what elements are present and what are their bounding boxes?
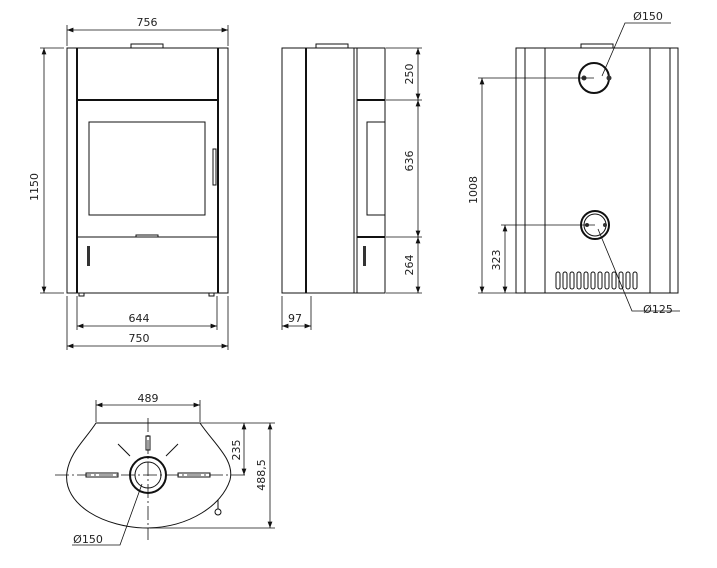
door-knob: [214, 508, 222, 516]
dim-top-section: 250: [403, 64, 416, 85]
side-window: [366, 121, 386, 216]
rear-outline: [515, 47, 679, 294]
flue-collar: [315, 43, 349, 49]
flue-outlet: [129, 456, 167, 494]
dim-outlet-offset: 235: [230, 440, 243, 461]
front-outline: [66, 47, 229, 294]
front-view: 756 1150 644 750: [28, 16, 229, 350]
label-outlet-diameter: Ø150: [73, 533, 103, 546]
dim-foot-depth: 97: [288, 312, 302, 325]
side-view: 250 636 264 97: [281, 43, 422, 330]
dim-upper-outlet-height: 1008: [467, 176, 480, 204]
dim-top-width: 489: [138, 392, 159, 405]
rear-view: 1008 323 Ø150 Ø125: [467, 10, 680, 316]
brand-logo: [363, 246, 366, 266]
brand-logo: [87, 246, 90, 266]
flue-collar: [580, 43, 614, 49]
flue-collar: [130, 43, 164, 49]
label-upper-outlet-diameter: Ø150: [633, 10, 663, 23]
rear-vent-slots: [555, 271, 638, 290]
side-outline: [281, 47, 386, 294]
air-control: [135, 234, 159, 238]
dim-width-top: 756: [137, 16, 158, 29]
rib: [145, 435, 151, 451]
label-lower-inlet-diameter: Ø125: [643, 303, 673, 316]
foot: [78, 292, 85, 297]
rib: [85, 472, 119, 478]
door-handle: [212, 148, 217, 186]
dim-bottom-section: 264: [403, 255, 416, 276]
dim-base-width: 750: [129, 332, 150, 345]
dim-door-section: 636: [403, 151, 416, 172]
top-view: 489 235 488,5 Ø150: [55, 392, 275, 546]
rib: [177, 472, 211, 478]
dim-lower-inlet-height: 323: [490, 250, 503, 271]
dim-depth: 488,5: [255, 459, 268, 491]
top-outline: [66, 422, 232, 529]
foot: [208, 292, 215, 297]
dim-height: 1150: [28, 173, 41, 201]
door-glass: [88, 121, 206, 216]
dim-inner-width: 644: [129, 312, 150, 325]
